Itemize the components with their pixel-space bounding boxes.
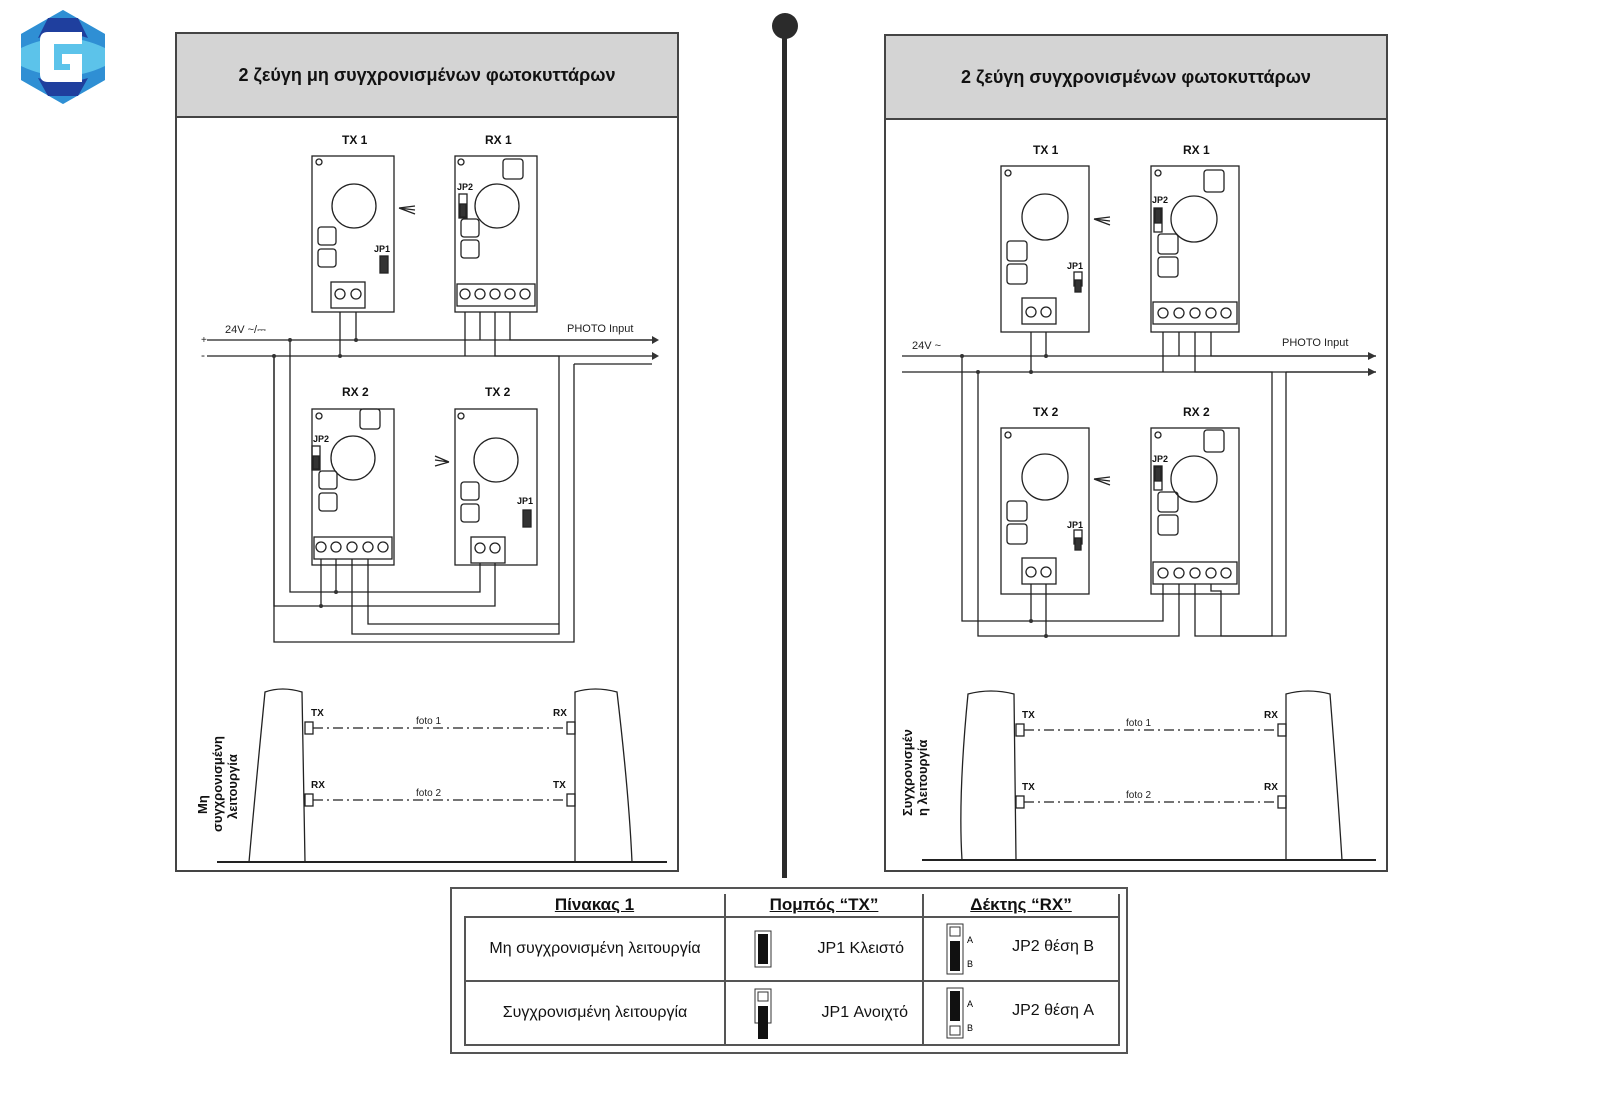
left-post <box>248 688 306 863</box>
right-post <box>1285 690 1343 861</box>
divider-line <box>782 26 787 878</box>
power-label: 24V ~/⎓ <box>225 324 266 336</box>
tx2-board <box>1000 427 1090 595</box>
unsynchronized-wiring-diagram: TX 1 RX 1 RX 2 TX 2 JP1 JP2 JP2 JP1 24V … <box>195 133 667 863</box>
rx-setting: JP2 θέση A <box>1012 1002 1094 1019</box>
side-label-line-1: Συγχρονισμέν <box>900 729 915 816</box>
minus-rail-label: - <box>201 348 205 362</box>
beam-1-left-label: TX <box>1022 710 1035 721</box>
side-label-line-1: Μη <box>195 795 210 814</box>
mode-cell: Συγχρονισμένη λειτουργία <box>464 980 726 1046</box>
rx1-jp2-label: JP2 <box>457 182 473 192</box>
rx2-terminal-block <box>313 536 393 560</box>
tx2-terminal-block <box>470 536 506 564</box>
tx1-board <box>311 155 395 313</box>
beam-1-right-label: RX <box>553 708 567 719</box>
jumper-position-a-icon: AB <box>946 987 973 1039</box>
rx2-label: RX 2 <box>1183 405 1210 419</box>
tx2-board <box>454 408 538 566</box>
svg-text:A: A <box>967 935 973 945</box>
beam-1-label: foto 1 <box>1126 718 1151 729</box>
tx2-jp1-label: JP1 <box>1067 520 1083 530</box>
photo-input-label: PHOTO Input <box>567 323 633 335</box>
tx2-terminal-block <box>1021 557 1057 585</box>
rx2-label: RX 2 <box>342 385 369 399</box>
beam-2-right-label: RX <box>1264 782 1278 793</box>
jumper-settings-table: Πίνακας 1 Πομπός “TX” Δέκτης “RX” Μη συγ… <box>450 887 1128 1054</box>
rx2-jp2-label: JP2 <box>1152 454 1168 464</box>
beam-2-label: foto 2 <box>416 788 441 799</box>
beam-2-left-label: RX <box>311 780 325 791</box>
beam-2-left-label: TX <box>1022 782 1035 793</box>
jumper-closed-icon <box>754 930 772 968</box>
synchronized-wiring-diagram: TX 1 RX 1 TX 2 RX 2 JP1 JP2 JP1 JP2 24V … <box>900 143 1376 861</box>
side-label-line-2: συγχρονισμένη <box>210 736 225 832</box>
rx-column-header: Δέκτης “RX” <box>922 894 1120 918</box>
rx2-lens <box>330 435 376 481</box>
side-label-line-3: λειτουργία <box>225 754 240 819</box>
rx2-board <box>311 408 395 566</box>
tx2-label: TX 2 <box>485 385 511 399</box>
rx1-jp2-label: JP2 <box>1152 195 1168 205</box>
tx1-label: TX 1 <box>1033 143 1059 157</box>
jumper-open-icon <box>754 988 772 1039</box>
logo-icon <box>21 10 105 104</box>
rx2-terminal-block <box>1152 561 1238 585</box>
beam-2-right-label: TX <box>553 780 566 791</box>
synchronized-panel: 2 ζεύγη συγχρονισμένων φωτοκυττάρων <box>884 34 1388 872</box>
left-post <box>960 690 1017 861</box>
tx2-lens <box>473 437 519 483</box>
rx1-lens <box>1170 195 1218 243</box>
tx2-label: TX 2 <box>1033 405 1059 419</box>
tx2-jp1-label: JP1 <box>517 496 533 506</box>
rx1-label: RX 1 <box>485 133 512 147</box>
table-title: Πίνακας 1 <box>465 894 725 918</box>
svg-text:B: B <box>967 959 973 969</box>
rx1-lens <box>474 183 520 229</box>
right-post <box>574 688 633 863</box>
panel-title: 2 ζεύγη συγχρονισμένων φωτοκυττάρων <box>886 36 1386 120</box>
tx2-lens <box>1021 453 1069 501</box>
unsynchronized-panel: 2 ζεύγη μη συγχρονισμένων φωτοκυττάρων <box>175 32 679 872</box>
photo-input-label: PHOTO Input <box>1282 337 1348 349</box>
plus-rail-label: + <box>201 335 207 346</box>
jumper-position-b-icon: AB <box>946 923 973 975</box>
tx1-jp1-label: JP1 <box>1067 261 1083 271</box>
rx1-board <box>1150 165 1240 333</box>
rx2-board <box>1150 427 1240 595</box>
rx1-board <box>454 155 538 313</box>
tx1-terminal-block <box>330 281 366 309</box>
beam-1-left-label: TX <box>311 708 324 719</box>
rx2-jp2-label: JP2 <box>313 434 329 444</box>
tx1-board <box>1000 165 1090 333</box>
tx1-terminal-block <box>1021 297 1057 325</box>
tx1-lens <box>1021 193 1069 241</box>
beam-1-right-label: RX <box>1264 710 1278 721</box>
tx-setting: JP1 Κλειστό <box>817 940 904 957</box>
rx1-terminal-block <box>1152 301 1238 325</box>
svg-text:B: B <box>967 1023 973 1033</box>
beam-1-label: foto 1 <box>416 716 441 727</box>
svg-text:A: A <box>967 999 973 1009</box>
panel-title: 2 ζεύγη μη συγχρονισμένων φωτοκυττάρων <box>177 34 677 118</box>
rx1-terminal-block <box>456 283 536 307</box>
tx1-label: TX 1 <box>342 133 368 147</box>
tx1-lens <box>331 183 377 229</box>
rx-setting: JP2 θέση B <box>1012 938 1094 955</box>
mode-cell: Μη συγχρονισμένη λειτουργία <box>464 916 726 982</box>
side-label-line-2: η λειτουργία <box>915 740 930 816</box>
tx1-jp1-label: JP1 <box>374 244 390 254</box>
tx-setting: JP1 Ανοιχτό <box>821 1004 908 1021</box>
tx-column-header: Πομπός “TX” <box>724 894 924 918</box>
rx1-label: RX 1 <box>1183 143 1210 157</box>
table-row: Μη συγχρονισμένη λειτουργία JP1 Κλειστό … <box>464 916 1120 982</box>
power-label: 24V ~ <box>912 340 941 352</box>
beam-2-label: foto 2 <box>1126 790 1151 801</box>
rx2-lens <box>1170 455 1218 503</box>
